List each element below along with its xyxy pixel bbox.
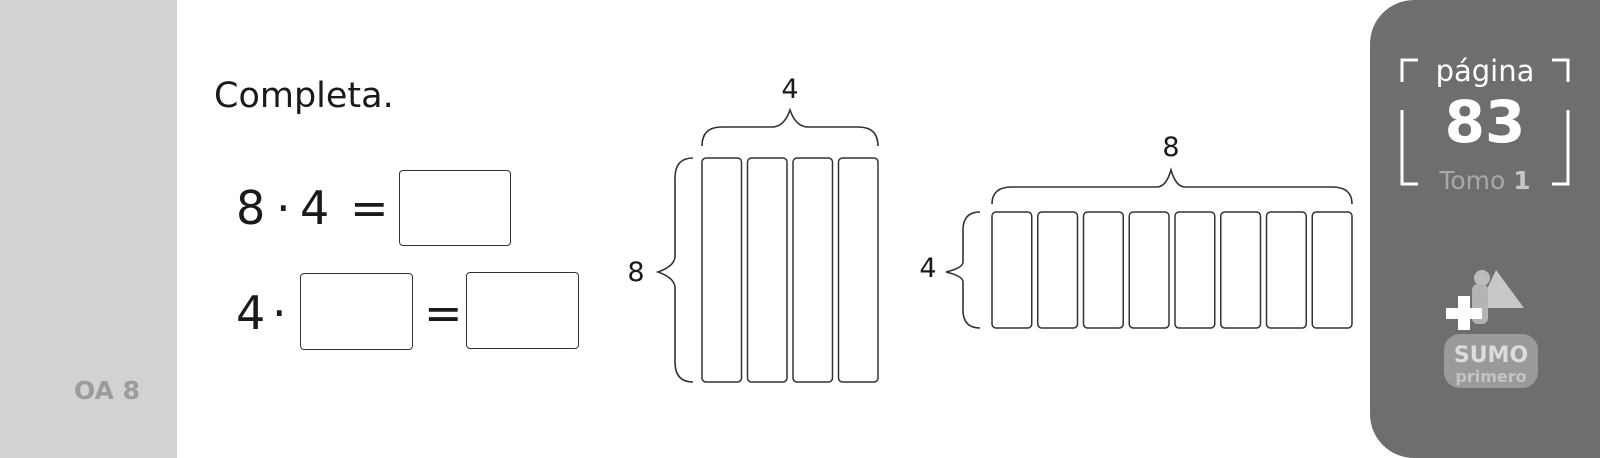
- eq2-operator: ·: [272, 286, 287, 340]
- logo-triangle-icon: [1478, 270, 1524, 308]
- eq1-factor-b: 4: [300, 181, 330, 235]
- logo-text-primero: primero: [1455, 367, 1526, 386]
- diagram1-cols-label: 4: [781, 74, 798, 105]
- tomo-number: 1: [1513, 166, 1531, 195]
- eq2-equals: =: [424, 286, 463, 340]
- sumo-primero-logo: SUMO primero: [1444, 266, 1540, 394]
- diagram2-column-6: [1220, 211, 1262, 329]
- logo-figure-icon: [1474, 270, 1490, 286]
- eq2-factor-a: 4: [236, 286, 266, 340]
- page-label: página: [1435, 54, 1535, 88]
- diagram2-column-7: [1265, 211, 1307, 329]
- diagram1-top-brace: [701, 107, 879, 147]
- diagram1-column-3: [792, 157, 834, 383]
- logo-text-sumo: SUMO: [1454, 343, 1528, 368]
- page-number-frame: página 83 Tomo 1: [1400, 54, 1570, 195]
- diagram2-left-brace: [945, 211, 981, 329]
- diagram1-column-1: [701, 157, 743, 383]
- diagram2-column-2: [1037, 211, 1079, 329]
- tomo-label: Tomo 1: [1400, 166, 1570, 195]
- sumo-primero-logo-art: SUMO primero: [1444, 270, 1538, 388]
- eq1-operator: ·: [276, 181, 291, 235]
- left-sidebar-strip: OA 8: [0, 0, 177, 458]
- diagram2-rows-label: 4: [919, 253, 936, 284]
- diagram2-column-4: [1128, 211, 1170, 329]
- tomo-text: Tomo: [1439, 166, 1506, 195]
- diagram-8-by-4: 8 4: [919, 132, 1353, 329]
- diagram2-cols-label: 8: [1162, 132, 1179, 163]
- diagram2-column-1: [991, 211, 1033, 329]
- eq1-factor-a: 8: [236, 181, 266, 235]
- diagram2-column-3: [1082, 211, 1124, 329]
- diagram1-left-brace: [655, 157, 694, 383]
- page-number: 83: [1444, 88, 1526, 156]
- exercise-instruction: Completa.: [214, 76, 394, 116]
- diagram1-columns: [701, 157, 879, 383]
- eq2-product-box[interactable]: [466, 272, 579, 349]
- diagram2-column-5: [1174, 211, 1216, 329]
- diagram2-top-brace: [991, 167, 1353, 205]
- diagram1-rows-label: 8: [627, 257, 644, 288]
- diagram1-column-4: [837, 157, 879, 383]
- oa-label: OA 8: [74, 376, 141, 405]
- diagram2-column-8: [1311, 211, 1353, 329]
- eq2-factor-box[interactable]: [300, 273, 413, 350]
- diagram1-column-2: [746, 157, 788, 383]
- eq1-equals: =: [350, 181, 389, 235]
- diagram-4-by-8: 4 8: [627, 74, 879, 383]
- frame-brackets: [1400, 58, 1570, 186]
- diagram2-columns: [991, 211, 1353, 329]
- eq1-product-box[interactable]: [399, 170, 511, 246]
